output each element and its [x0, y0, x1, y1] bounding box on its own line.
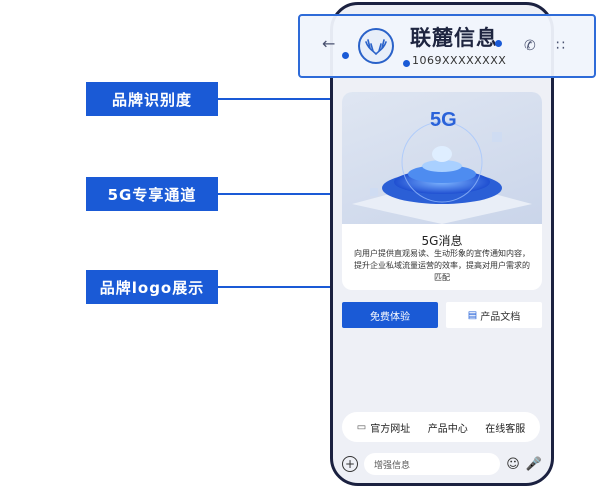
- emoji-icon[interactable]: ☺: [506, 456, 520, 472]
- card-title: 5G消息: [421, 234, 463, 248]
- callout-dot: [403, 60, 410, 67]
- callout-dot: [495, 40, 502, 47]
- input-row: + 增强信息 ☺ 🎤: [342, 452, 542, 476]
- menu-item-support[interactable]: 在线客服: [485, 420, 525, 435]
- card-description: 向用户提供直观易读、生动形象的宣传通知内容，提升企业私域流量运营的效率，提高对用…: [354, 249, 530, 282]
- callout-brand-recognition: 品牌识别度: [86, 82, 218, 116]
- menu-item-website[interactable]: ▭ 官方网址: [357, 420, 410, 435]
- callout-5g-channel: 5G专享通道: [86, 177, 218, 211]
- free-trial-button[interactable]: 免费体验: [342, 302, 438, 328]
- antler-icon: [365, 39, 387, 55]
- card-image: 5G: [342, 92, 542, 224]
- connector-line: [218, 193, 408, 195]
- message-input[interactable]: 增强信息: [364, 453, 501, 475]
- brand-logo: [358, 28, 394, 64]
- keyboard-icon: ▭: [356, 421, 367, 433]
- add-icon[interactable]: +: [342, 456, 358, 472]
- product-docs-label: 产品文档: [480, 311, 521, 323]
- product-docs-button[interactable]: ▤ 产品文档: [446, 302, 542, 328]
- callout-logo-display: 品牌logo展示: [86, 270, 218, 304]
- menu-item-label: 产品中心: [427, 423, 468, 435]
- brand-name: 联麓信息: [410, 26, 498, 50]
- menu-item-label: 在线客服: [485, 423, 526, 435]
- menu-item-products[interactable]: 产品中心: [428, 420, 468, 435]
- connector-line: [218, 98, 346, 100]
- menu-item-label: 官方网址: [370, 423, 411, 435]
- sender-number: 1069XXXXXXXX: [412, 54, 507, 67]
- document-icon: ▤: [467, 309, 478, 321]
- more-icon[interactable]: ∷: [556, 38, 566, 54]
- header-highlight: [298, 14, 596, 78]
- callout-dot: [342, 52, 349, 59]
- microphone-icon[interactable]: 🎤: [525, 456, 542, 472]
- card-image-label: 5G: [430, 109, 457, 131]
- arrow-left-icon[interactable]: ←: [322, 34, 336, 53]
- message-card[interactable]: 5G 5G消息 向用户提供直观易读、生动形象的宣传通知内容，提升企业私域流量运营…: [342, 92, 542, 290]
- phone-icon[interactable]: ✆: [524, 38, 536, 54]
- bottom-menu: ▭ 官方网址 产品中心 在线客服: [342, 412, 540, 442]
